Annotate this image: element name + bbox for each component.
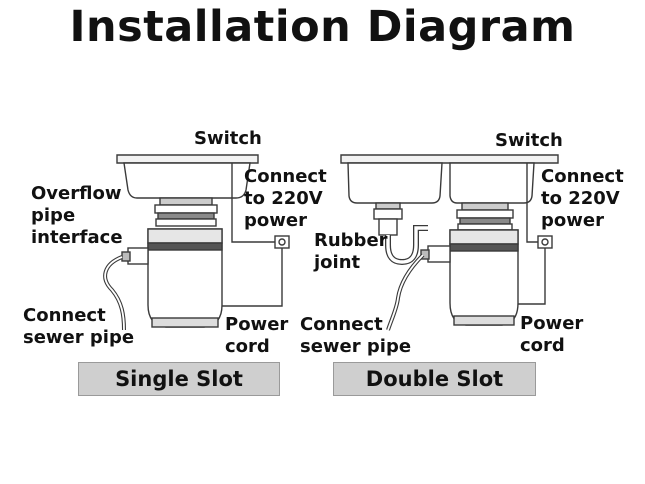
double-rubber-line-2: joint — [314, 252, 361, 273]
double-power-line-3: power — [541, 210, 604, 231]
single-overflow-line-1: Overflow — [31, 183, 122, 204]
single-slot-banner: Single Slot — [78, 362, 280, 396]
single-power-line-3: power — [244, 210, 307, 231]
diagram-title: Installation Diagram — [69, 2, 576, 52]
single-power-line-1: Connect — [244, 166, 327, 187]
single-power-line-2: to 220V — [244, 188, 323, 209]
double-power-label: Connect to 220V power — [541, 166, 624, 232]
double-sewer-line-1: Connect — [300, 314, 383, 335]
double-power-line-1: Connect — [541, 166, 624, 187]
single-switch-label: Switch — [194, 128, 262, 149]
single-overflow-line-2: pipe — [31, 205, 76, 226]
double-sewer-label: Connect sewer pipe — [300, 314, 411, 358]
double-sewer-line-2: sewer pipe — [300, 336, 412, 357]
double-cord-line-2: cord — [520, 335, 565, 356]
double-rubber-line-1: Rubber — [314, 230, 388, 251]
double-slot-banner: Double Slot — [333, 362, 536, 396]
double-cord-line-1: Power — [520, 313, 584, 334]
double-cord-label: Power cord — [520, 313, 583, 357]
single-power-label: Connect to 220V power — [244, 166, 327, 232]
double-slot-illustration — [340, 154, 559, 331]
single-slot-illustration — [103, 154, 290, 331]
single-sewer-line-2: sewer pipe — [23, 327, 135, 348]
single-sewer-line-1: Connect — [23, 305, 106, 326]
double-rubber-label: Rubber joint — [314, 230, 388, 274]
single-cord-label: Power cord — [225, 314, 288, 358]
single-sewer-label: Connect sewer pipe — [23, 305, 134, 349]
single-cord-line-1: Power — [225, 314, 289, 335]
double-switch-label: Switch — [495, 130, 563, 151]
single-cord-line-2: cord — [225, 336, 270, 357]
double-power-line-2: to 220V — [541, 188, 620, 209]
single-overflow-line-3: interface — [31, 227, 123, 248]
single-overflow-label: Overflow pipe interface — [31, 183, 123, 249]
